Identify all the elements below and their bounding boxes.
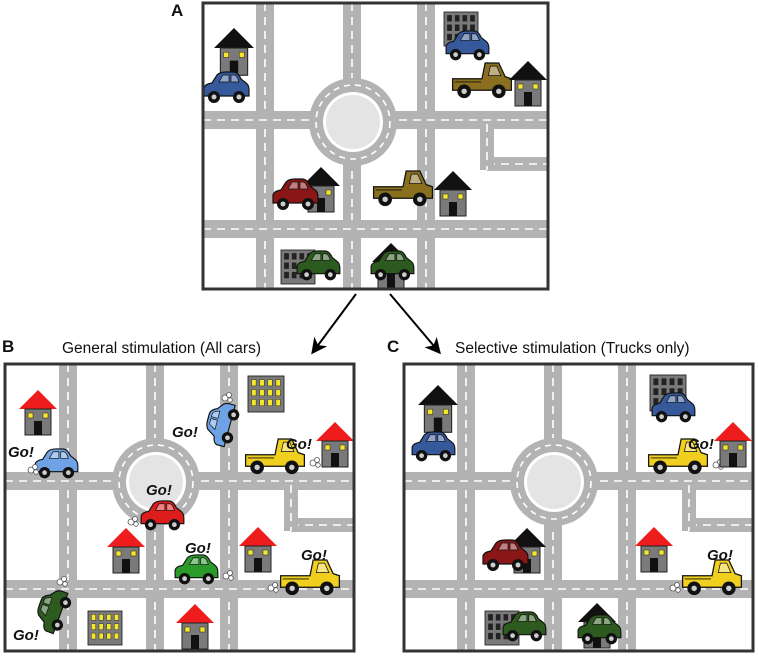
house-icon (418, 385, 458, 433)
roundabout-icon (510, 438, 598, 526)
go-label: Go! (13, 627, 39, 644)
building-icon (247, 375, 285, 413)
building-icon (87, 610, 123, 646)
car-icon (174, 554, 219, 585)
truck-icon (681, 559, 743, 596)
car-icon (502, 611, 547, 642)
panel-c: Go! Go! (402, 362, 755, 653)
panel-b-caption: General stimulation (All cars) (62, 340, 261, 357)
car-icon (37, 590, 72, 635)
go-label: Go! (172, 424, 198, 441)
car-icon (651, 392, 696, 423)
exhaust-icon (669, 582, 681, 593)
panel-a (201, 1, 550, 291)
exhaust-icon (56, 576, 68, 587)
go-label: Go! (146, 482, 172, 499)
car-icon (482, 539, 529, 571)
house-icon (176, 604, 214, 650)
car-icon (411, 431, 456, 462)
go-label: Go! (707, 547, 733, 564)
car-icon (272, 178, 319, 210)
exhaust-icon (222, 570, 234, 581)
go-label: Go! (688, 436, 714, 453)
truck-icon (244, 438, 306, 475)
truck-icon (451, 62, 513, 99)
car-icon (203, 71, 250, 103)
exhaust-icon (27, 464, 39, 475)
car-icon (577, 614, 622, 645)
car-icon (34, 448, 79, 479)
house-icon (316, 422, 354, 468)
car-icon (370, 250, 415, 281)
panel-c-caption: Selective stimulation (Trucks only) (455, 340, 690, 357)
house-icon (19, 390, 57, 436)
house-icon (214, 28, 254, 76)
car-icon (140, 500, 185, 531)
arrow-icon (311, 293, 357, 355)
exhaust-icon (267, 582, 279, 593)
car-icon (296, 250, 341, 281)
truck-icon (647, 438, 709, 475)
exhaust-icon (127, 516, 139, 527)
panel-b-letter: B (2, 337, 15, 356)
panel-b: Go! Go! Go! Go! Go! Go! Go! (3, 362, 356, 653)
house-icon (434, 171, 472, 217)
roundabout-icon (112, 438, 200, 526)
panel-a-letter: A (171, 1, 184, 20)
go-label: Go! (8, 444, 34, 461)
house-icon (509, 61, 547, 107)
go-label: Go! (185, 540, 211, 557)
go-label: Go! (301, 547, 327, 564)
exhaust-icon (221, 392, 233, 403)
truck-icon (279, 559, 341, 596)
panel-c-letter: C (387, 337, 400, 356)
go-label: Go! (286, 436, 312, 453)
car-icon (445, 30, 490, 61)
truck-icon (372, 170, 434, 207)
exhaust-icon (309, 457, 321, 468)
house-icon (107, 528, 145, 574)
arrow-icon (389, 293, 441, 355)
house-icon (239, 527, 277, 573)
roundabout-icon (309, 78, 397, 166)
car-icon (206, 402, 240, 448)
house-icon (714, 422, 752, 468)
house-icon (635, 527, 673, 573)
